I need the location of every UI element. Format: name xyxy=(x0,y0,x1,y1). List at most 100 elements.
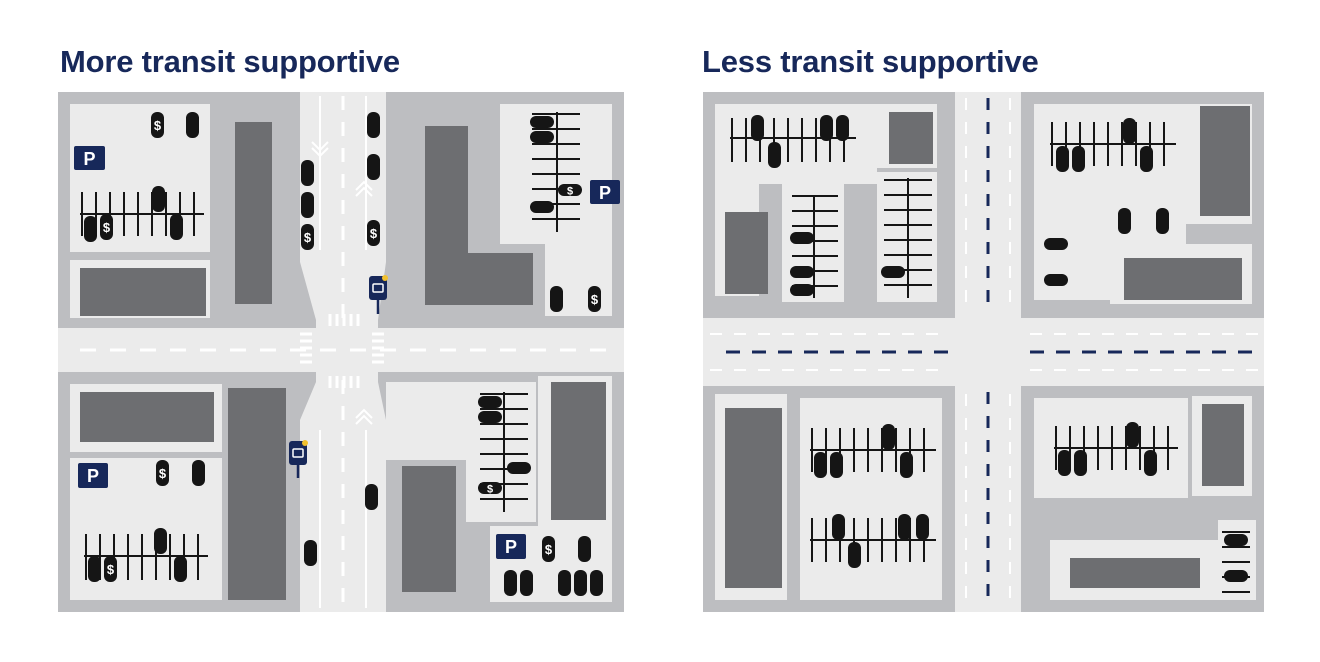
car-icon xyxy=(1123,118,1136,144)
car-icon xyxy=(174,556,187,582)
car-icon xyxy=(367,154,380,180)
car-icon xyxy=(830,452,843,478)
car-icon xyxy=(790,232,814,244)
panel-less-transit xyxy=(703,92,1264,612)
svg-text:$: $ xyxy=(159,466,167,481)
car-icon xyxy=(882,424,895,450)
dollar-meter-icon: $ xyxy=(542,536,555,562)
parking-lot xyxy=(715,104,877,184)
car-icon xyxy=(530,201,554,213)
car-icon xyxy=(1144,450,1157,476)
building xyxy=(1202,404,1244,486)
car-icon xyxy=(751,115,764,141)
svg-text:$: $ xyxy=(154,118,162,133)
svg-text:$: $ xyxy=(591,292,599,307)
building xyxy=(725,408,782,588)
car-icon xyxy=(478,396,502,408)
building-l-shape xyxy=(425,126,533,305)
dollar-meter-icon: $ xyxy=(558,184,582,198)
car-icon xyxy=(1118,208,1131,234)
building xyxy=(889,112,933,164)
building xyxy=(228,388,286,600)
dollar-meter-icon: $ xyxy=(367,220,380,246)
car-icon xyxy=(154,528,167,554)
car-icon xyxy=(1072,146,1085,172)
car-icon xyxy=(301,192,314,218)
car-icon xyxy=(1056,146,1069,172)
car-icon xyxy=(790,266,814,278)
car-icon xyxy=(790,284,814,296)
svg-text:P: P xyxy=(87,466,99,486)
car-icon xyxy=(574,570,587,596)
svg-text:$: $ xyxy=(545,542,553,557)
dollar-meter-icon: $ xyxy=(100,214,113,240)
svg-text:$: $ xyxy=(103,220,111,235)
svg-text:$: $ xyxy=(304,230,312,245)
car-icon xyxy=(507,462,531,474)
car-icon xyxy=(836,115,849,141)
car-icon xyxy=(84,216,97,242)
car-icon xyxy=(1224,570,1248,582)
svg-text:$: $ xyxy=(487,484,493,496)
svg-text:$: $ xyxy=(567,186,573,198)
car-icon xyxy=(1140,146,1153,172)
car-icon xyxy=(1044,238,1068,250)
car-icon xyxy=(1156,208,1169,234)
car-icon xyxy=(881,266,905,278)
car-icon xyxy=(365,484,378,510)
parking-sign-icon: P xyxy=(74,146,105,170)
building xyxy=(1124,258,1242,300)
dollar-meter-icon: $ xyxy=(478,482,502,496)
lane-arrow-icon xyxy=(355,408,373,425)
car-icon xyxy=(504,570,517,596)
building xyxy=(1200,106,1250,216)
svg-text:$: $ xyxy=(107,562,115,577)
parking-lot xyxy=(1218,520,1256,600)
building xyxy=(80,392,214,442)
car-icon xyxy=(88,556,101,582)
parking-sign-icon: P xyxy=(590,180,620,204)
car-icon xyxy=(1074,450,1087,476)
building xyxy=(1070,558,1200,588)
dollar-meter-icon: $ xyxy=(151,112,164,138)
building xyxy=(551,382,606,520)
car-icon xyxy=(1126,422,1139,448)
svg-text:P: P xyxy=(505,537,517,557)
car-icon xyxy=(898,514,911,540)
building xyxy=(235,122,272,304)
lane-arrow-icon xyxy=(355,180,373,197)
svg-text:$: $ xyxy=(370,226,378,241)
car-icon xyxy=(192,460,205,486)
car-icon xyxy=(1044,274,1068,286)
dollar-meter-icon: $ xyxy=(588,286,601,312)
car-icon xyxy=(152,186,165,212)
car-icon xyxy=(558,570,571,596)
bus-stop-icon xyxy=(369,275,388,314)
parked-cars xyxy=(751,115,1248,582)
parking-lot xyxy=(800,398,942,600)
title-less-transit-supportive: Less transit supportive xyxy=(702,44,1039,79)
lane-arrow-icon xyxy=(311,141,329,158)
car-icon xyxy=(590,570,603,596)
bus-stop-icon xyxy=(289,440,308,478)
car-icon xyxy=(832,514,845,540)
title-more-transit-supportive: More transit supportive xyxy=(60,44,400,79)
car-icon xyxy=(768,142,781,168)
dollar-meter-icon: $ xyxy=(104,556,117,582)
dollar-meter-icon: $ xyxy=(156,460,169,486)
car-icon xyxy=(578,536,591,562)
car-icon xyxy=(820,115,833,141)
crosswalk xyxy=(300,314,384,388)
building xyxy=(725,212,768,294)
car-icon xyxy=(186,112,199,138)
car-icon xyxy=(301,160,314,186)
car-icon xyxy=(367,112,380,138)
car-icon xyxy=(530,131,554,143)
car-icon xyxy=(1224,534,1248,546)
car-icon xyxy=(814,452,827,478)
building xyxy=(402,466,456,592)
car-icon xyxy=(916,514,929,540)
panel-more-transit: $ $ $ $ $ $ $ $ xyxy=(58,92,624,612)
car-icon xyxy=(170,214,183,240)
